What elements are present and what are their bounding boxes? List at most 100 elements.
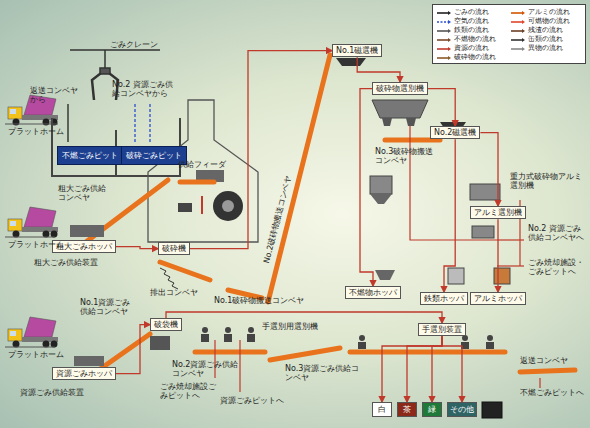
legend-line-sample bbox=[511, 46, 525, 52]
magnets-and-screens-part bbox=[372, 100, 428, 118]
legend-entry: 不燃物の流れ bbox=[437, 35, 496, 44]
pit-arrows-part bbox=[134, 104, 135, 142]
conveyors-part bbox=[350, 350, 505, 355]
equipment-box: アルミ選別機 bbox=[470, 206, 526, 219]
legend-line bbox=[511, 12, 522, 14]
legend-line bbox=[511, 48, 522, 50]
legend-entry: 破砕物の流れ bbox=[437, 53, 496, 62]
flow-lines-part bbox=[239, 340, 240, 392]
pit-arrows-part bbox=[149, 104, 150, 142]
node-text: 資源ごみホッパ bbox=[56, 369, 112, 378]
equipment-box: 鉄類ホッパ bbox=[420, 292, 468, 305]
magnets-and-screens-part bbox=[336, 58, 366, 66]
crusher-rotor-part bbox=[213, 191, 243, 221]
plant-label: 排出コンベヤ bbox=[150, 288, 198, 297]
collection-bin bbox=[482, 402, 502, 418]
legend-entry: 空気の流れ bbox=[437, 17, 489, 26]
legend-line bbox=[511, 39, 522, 41]
legend-line-sample bbox=[511, 10, 525, 16]
equipment-box: 破袋機 bbox=[150, 318, 182, 331]
node-text: 緑 bbox=[425, 405, 439, 414]
plant-label: No.3破砕物搬送コンベヤ bbox=[375, 147, 437, 165]
crusher-rotor bbox=[178, 170, 243, 221]
legend-line-sample bbox=[511, 37, 525, 43]
plant-label: No.2 資源ごみ供給コンベヤへ bbox=[528, 224, 586, 242]
plant-label: 返送コンベヤ bbox=[520, 356, 568, 365]
legend-entry: 資源の流れ bbox=[437, 44, 489, 53]
plant-label: 粗大ごみ供給装置 bbox=[34, 258, 98, 267]
legend-text: 残渣の流れ bbox=[528, 26, 563, 35]
flow-connector bbox=[360, 89, 373, 286]
legend-line bbox=[437, 30, 448, 32]
node-text: 破砕物選別機 bbox=[376, 84, 424, 93]
magnets-and-screens-part bbox=[470, 184, 500, 200]
hand-sorters-part bbox=[359, 335, 365, 341]
plant-label: 供給フィーダ bbox=[178, 160, 226, 169]
magnets-and-screens-part bbox=[70, 225, 104, 237]
flow-lines-part bbox=[410, 126, 497, 240]
crusher-rotor-part bbox=[222, 200, 234, 212]
plant-label: 重力式破砕物アルミ選別機 bbox=[510, 172, 586, 190]
plant-label: プラットホーム bbox=[8, 350, 64, 359]
plant-label: 資源ごみ供給装置 bbox=[20, 388, 84, 397]
flow-connector bbox=[480, 133, 498, 206]
legend-entry: アルミの流れ bbox=[511, 8, 570, 17]
magnets-and-screens-part bbox=[74, 356, 104, 366]
equipment-box: No.2磁選機 bbox=[430, 126, 480, 139]
plant-label: 資源ごみピットへ bbox=[220, 396, 284, 405]
collection-bin: その他 bbox=[447, 402, 477, 417]
conveyors-part bbox=[160, 262, 210, 280]
legend-line-sample bbox=[511, 28, 525, 34]
legend-text: 破砕物の流れ bbox=[454, 53, 496, 62]
legend-text: ごみの流れ bbox=[454, 8, 489, 17]
truck-icons-part bbox=[8, 207, 58, 238]
magnets-and-screens-part bbox=[370, 194, 392, 204]
legend-arrowhead bbox=[522, 38, 525, 42]
plant-label: No.2資源ごみ供給コンベヤ bbox=[172, 360, 244, 378]
node-text: 破袋機 bbox=[154, 320, 178, 329]
node-text: アルミ選別機 bbox=[474, 208, 522, 217]
legend-entry: 鉄類の流れ bbox=[437, 26, 489, 35]
chain-conveyor-part bbox=[160, 268, 178, 289]
plant-label: ごみ焼却施設ごみピットへ bbox=[160, 382, 216, 400]
legend-line-sample bbox=[437, 19, 451, 25]
flow-connector bbox=[432, 336, 442, 402]
flow-lines-part bbox=[539, 378, 540, 388]
plant-label: プラットホーム bbox=[8, 240, 64, 249]
legend-text: 可燃物の流れ bbox=[528, 17, 570, 26]
equipment-box: 不燃物ホッパ bbox=[345, 286, 401, 299]
legend-line-sample bbox=[437, 28, 451, 34]
node-text: 白 bbox=[375, 405, 389, 414]
legend-arrowhead bbox=[522, 20, 525, 24]
flow-connector bbox=[444, 139, 455, 292]
flow-connector bbox=[190, 51, 332, 249]
crusher-rotor-part bbox=[178, 203, 192, 212]
node-text: その他 bbox=[450, 405, 474, 414]
collection-bin: 白 bbox=[372, 402, 392, 417]
conveyors bbox=[78, 55, 575, 372]
plant-label: No.3資源ごみ供給コンベヤ bbox=[285, 364, 365, 382]
chain-conveyor bbox=[160, 268, 178, 289]
legend-line bbox=[437, 21, 448, 23]
node-text: 破砕機 bbox=[162, 244, 186, 253]
hand-sorters-part bbox=[248, 327, 254, 333]
refuse-crane-part bbox=[104, 50, 106, 70]
legend-text: アルミの流れ bbox=[528, 8, 570, 17]
platform-floors-part bbox=[5, 123, 58, 124]
node-text: 破砕ごみピット bbox=[126, 151, 182, 160]
plant-label: 粗大ごみ供給コンベヤ bbox=[58, 184, 108, 202]
conveyors-part bbox=[270, 348, 340, 360]
pit-box: 不燃ごみピット bbox=[57, 146, 123, 165]
equipment-box: 破砕機 bbox=[158, 242, 190, 255]
magnets-and-screens-part bbox=[406, 118, 416, 126]
legend-arrowhead bbox=[448, 20, 451, 24]
legend-line-sample bbox=[437, 10, 451, 16]
truck-icons-part bbox=[8, 317, 58, 348]
crusher-rotor-part bbox=[201, 196, 203, 214]
magnets-and-screens-part bbox=[150, 336, 170, 350]
plant-label: ごみ焼却施設・ごみピットへ bbox=[528, 258, 586, 276]
magnets-and-screens-part bbox=[382, 118, 392, 126]
legend-arrowhead bbox=[448, 56, 451, 60]
collection-bin: 緑 bbox=[422, 402, 442, 417]
